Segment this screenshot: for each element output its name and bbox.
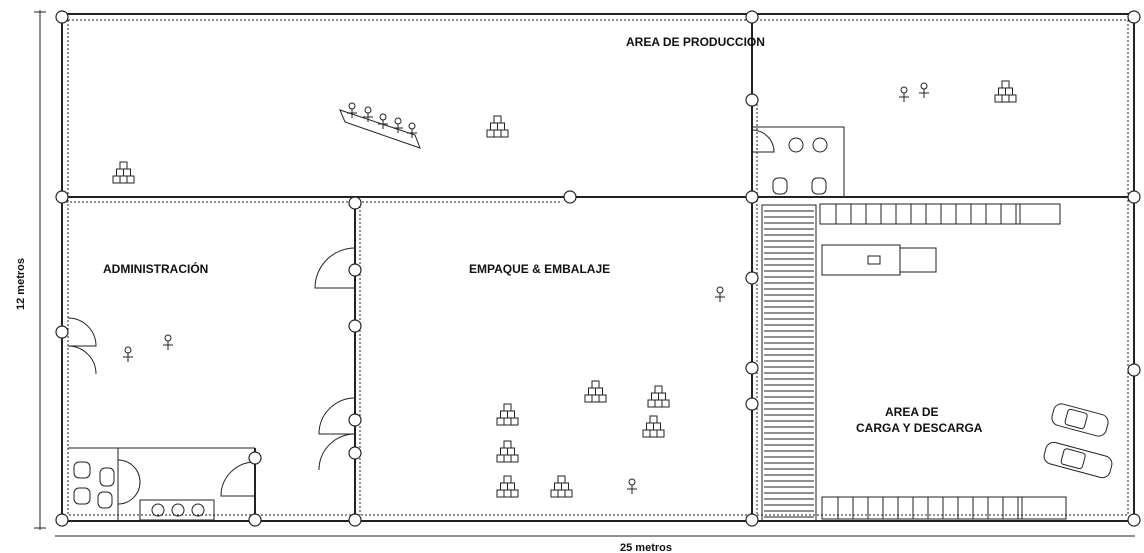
column-icon [348, 513, 362, 527]
car-icon [1043, 441, 1113, 479]
person-icon [378, 113, 388, 129]
column-icon [745, 397, 759, 411]
room-label-produccion: AREA DE PRODUCCION [626, 35, 765, 49]
box-stack-icon [496, 475, 519, 498]
box-stack-icon [496, 440, 519, 463]
restroom-fixtures [73, 137, 828, 521]
person-icon [715, 286, 725, 302]
box-stack-icon [584, 380, 607, 403]
column-icon [348, 446, 362, 460]
loading-rack-bottom [821, 496, 1067, 520]
box-stack-icon [486, 115, 509, 138]
structural-columns [55, 10, 1141, 527]
height-dimension-label: 12 metros [15, 258, 27, 310]
column-icon [1127, 10, 1141, 24]
column-icon [745, 10, 759, 24]
column-icon [1127, 363, 1141, 377]
column-icon [55, 513, 69, 527]
column-icon [348, 196, 362, 210]
person-icon [919, 82, 929, 98]
box-stack-icon [994, 80, 1017, 103]
box-stack-icon [550, 475, 573, 498]
workbench-icon [339, 109, 421, 149]
person-icon [627, 478, 637, 494]
truck-icon [821, 244, 937, 276]
column-icon [348, 319, 362, 333]
box-stack-icon [496, 403, 519, 426]
conveyor-belt [761, 204, 817, 522]
person-icon [407, 122, 417, 138]
person-icon [899, 86, 909, 102]
restroom-block [751, 126, 845, 198]
column-icon [745, 190, 759, 204]
outer-walls [61, 13, 1135, 522]
person-icon [393, 117, 403, 133]
column-icon [745, 93, 759, 107]
loading-rack-top [819, 203, 1061, 225]
sink-counter [139, 499, 215, 521]
person-icon [363, 106, 373, 122]
person-icon [163, 334, 173, 350]
person-icon [347, 102, 357, 118]
column-icon [55, 190, 69, 204]
column-icon [55, 325, 69, 339]
width-dimension-label: 25 metros [620, 542, 672, 553]
person-icon [123, 346, 133, 362]
room-label-carga-line2: CARGA Y DESCARGA [856, 421, 983, 435]
column-icon [55, 10, 69, 24]
column-icon [1127, 513, 1141, 527]
room-label-empaque: EMPAQUE & EMBALAJE [469, 262, 610, 276]
column-icon [745, 271, 759, 285]
box-stack-icon [642, 415, 665, 438]
column-icon [248, 451, 262, 465]
box-stack-icon [112, 161, 135, 184]
car-icon [1051, 403, 1109, 437]
column-icon [348, 413, 362, 427]
interior-walls [62, 14, 1134, 521]
room-label-carga-line1: AREA DE [885, 405, 939, 419]
column-icon [248, 513, 262, 527]
box-stack-icon [647, 385, 670, 408]
column-icon [745, 513, 759, 527]
column-icon [563, 190, 577, 204]
room-label-administracion: ADMINISTRACIÓN [103, 261, 208, 276]
column-icon [745, 361, 759, 375]
column-icon [1127, 190, 1141, 204]
column-icon [348, 263, 362, 277]
doors [67, 129, 775, 505]
